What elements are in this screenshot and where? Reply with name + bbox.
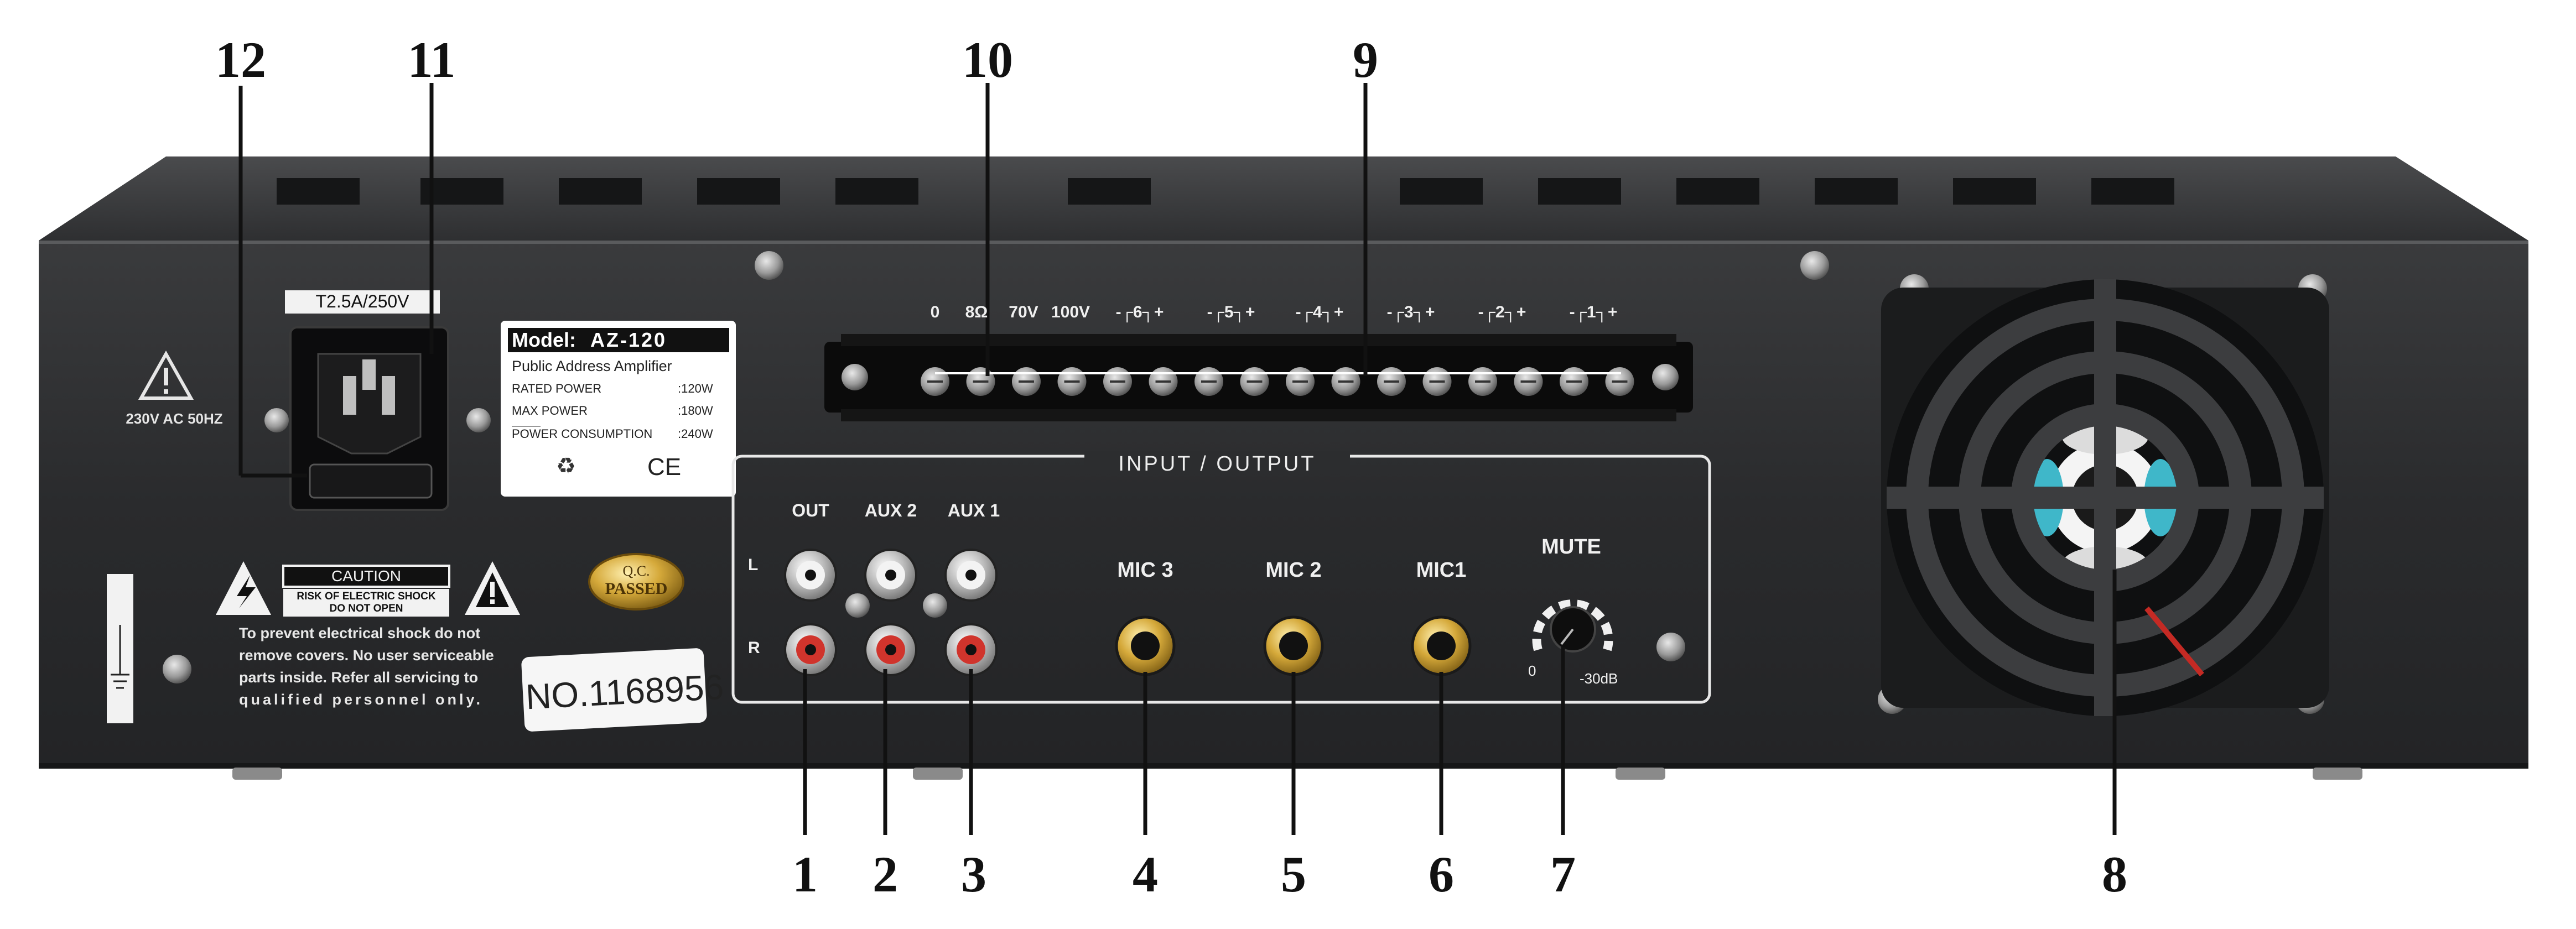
mic1-jack[interactable] [1411, 615, 1472, 676]
caution-text-1: To prevent electrical shock do not [239, 625, 481, 641]
rca-jacks [784, 549, 998, 676]
rated-power-value: :120W [678, 382, 713, 395]
rating-plate-row: POWER CONSUMPTION :240W [512, 427, 733, 441]
max-power-value: :180W [678, 404, 713, 417]
max-power-label: MAX POWER [512, 404, 588, 417]
callout-12: 12 [215, 32, 266, 88]
rca-out-r-jack[interactable] [784, 623, 837, 676]
mute-level-knob[interactable] [1532, 599, 1613, 653]
mic3-label: MIC 3 [1117, 559, 1173, 582]
chassis-top [39, 156, 2528, 241]
rca-aux1-l-jack[interactable] [944, 549, 998, 602]
terminal-label: 0 [930, 303, 940, 321]
callout-3: 3 [961, 846, 986, 902]
caution-label [216, 561, 520, 617]
caution-title: CAUTION [331, 567, 401, 584]
rated-power-label: RATED POWER [512, 382, 602, 395]
fuse-label-box [285, 290, 440, 314]
terminal-label: -┌2┐+ [1478, 303, 1526, 321]
mic2-jack[interactable] [1263, 615, 1324, 676]
callout-7: 7 [1550, 846, 1576, 902]
caution-subtitle-2: DO NOT OPEN [329, 603, 403, 614]
mute-label: MUTE [1541, 535, 1601, 559]
terminal-label: -┌3┐+ [1386, 303, 1435, 321]
power-consumption-value: :240W [678, 427, 713, 441]
speaker-terminal-block [824, 334, 1693, 421]
terminal-label: 8Ω [965, 303, 988, 321]
caution-text-3: parts inside. Refer all servicing to [239, 669, 479, 686]
rating-plate-row: RATED POWER :120W [512, 382, 733, 396]
callout-6: 6 [1429, 846, 1454, 902]
caution-text-4: qualified personnel only. [239, 691, 484, 708]
channel-label-l: L [748, 556, 759, 574]
qc-line-1: Q.C. [622, 563, 650, 579]
qc-line-2: PASSED [605, 580, 668, 598]
callout-2: 2 [872, 846, 898, 902]
mute-scale-max: -30dB [1580, 670, 1618, 687]
model-prefix: Model: [512, 328, 576, 351]
qc-passed-sticker [588, 553, 684, 610]
terminal-label: 100V [1051, 303, 1090, 321]
terminal-label: -┌4┐+ [1295, 303, 1344, 321]
mic3-jack[interactable] [1115, 615, 1176, 676]
terminal-label: -┌1┐+ [1569, 303, 1618, 321]
rating-plate-product: Public Address Amplifier [512, 358, 672, 374]
rating-plate-row: MAX POWER :180W [512, 404, 733, 418]
rca-aux2-l-jack[interactable] [864, 549, 917, 602]
rca-label-aux2: AUX 2 [864, 500, 917, 520]
mute-scale-min: 0 [1528, 662, 1536, 679]
caution-text-2: remove covers. No user serviceable [239, 647, 494, 664]
mic2-label: MIC 2 [1265, 559, 1322, 582]
callout-4: 4 [1133, 846, 1158, 902]
warning-triangle-icon [138, 350, 194, 400]
callout-11: 11 [407, 32, 456, 88]
ce-mark: CE [647, 453, 682, 481]
serial-number-sticker [521, 648, 707, 732]
terminal-label: -┌6┐+ [1115, 303, 1164, 321]
model-name: AZ-120 [590, 328, 667, 351]
terminal-label: 70V [1009, 303, 1038, 321]
weee-bin-icon: ♻ [556, 454, 576, 478]
rca-label-out: OUT [792, 500, 829, 520]
rating-plate-model: Model: AZ-120 [512, 328, 728, 352]
terminal-label: -┌5┐+ [1207, 303, 1255, 321]
caution-subtitle-1: RISK OF ELECTRIC SHOCK [297, 591, 436, 602]
callout-1: 1 [792, 846, 818, 902]
callout-9: 9 [1353, 32, 1378, 88]
io-panel-title: INPUT / OUTPUT [1118, 452, 1316, 476]
mic1-label: MIC1 [1416, 559, 1467, 582]
fuse-drawer [309, 463, 433, 499]
feet [232, 768, 2362, 780]
rca-aux2-r-jack[interactable] [864, 623, 917, 676]
callout-10: 10 [962, 32, 1013, 88]
fuse-rating-label: T2.5A/250V [315, 291, 409, 311]
rating-plate [501, 321, 736, 497]
callout-5: 5 [1281, 846, 1306, 902]
channel-label-r: R [748, 639, 760, 657]
callout-leader-lines [238, 83, 2117, 835]
rca-label-aux1: AUX 1 [947, 500, 1000, 520]
top-vents [277, 178, 2174, 205]
power-consumption-label: POWER CONSUMPTION [512, 427, 653, 441]
voltage-label: 230V AC 50HZ [126, 410, 223, 427]
cooling-fan [1881, 279, 2329, 716]
rca-aux1-r-jack[interactable] [944, 623, 998, 676]
callout-8: 8 [2102, 846, 2127, 902]
rca-out-l-jack[interactable] [784, 549, 837, 602]
